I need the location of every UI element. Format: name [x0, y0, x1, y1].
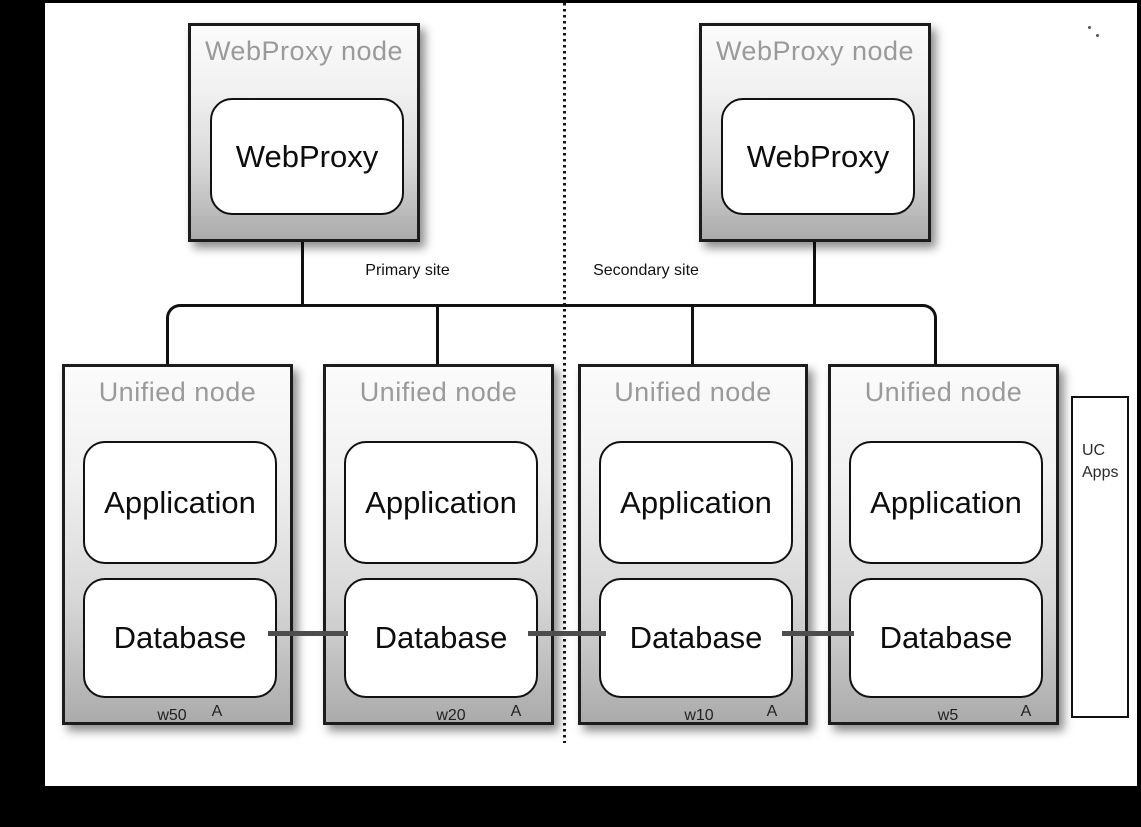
database-box: Database: [599, 578, 793, 698]
weight-label: w20: [436, 707, 466, 724]
database-label: Database: [629, 620, 763, 655]
unified3-drop-line: [691, 306, 694, 365]
webproxy-node-primary: WebProxy node WebProxy: [188, 23, 420, 242]
database-label: Database: [113, 620, 247, 655]
database-replication-line-3: [782, 631, 854, 636]
webproxy1-connector-line: [301, 240, 304, 306]
webproxy-label: WebProxy: [235, 138, 379, 174]
webproxy-node-title: WebProxy node: [715, 36, 915, 66]
unified-node-title: Unified node: [98, 377, 257, 407]
application-label: Application: [620, 484, 772, 520]
secondary-site-label: Secondary site: [593, 262, 699, 279]
application-box: Application: [599, 441, 793, 564]
database-replication-line-2: [528, 631, 606, 636]
application-box: Application: [344, 441, 538, 564]
webproxy-box: WebProxy: [721, 98, 915, 215]
a-marker-label: A: [1020, 703, 1032, 720]
unified-node-title: Unified node: [614, 377, 772, 407]
database-box: Database: [344, 578, 538, 698]
database-replication-line-1: [268, 631, 348, 636]
a-marker-label: A: [510, 703, 522, 720]
weight-label: w5: [937, 707, 959, 724]
application-label: Application: [870, 484, 1022, 520]
webproxy-box: WebProxy: [210, 98, 404, 215]
unified-node-3: Unified node Application Database w10 A: [578, 364, 808, 725]
application-box: Application: [849, 441, 1043, 564]
webproxy-node-title: WebProxy node: [204, 36, 404, 66]
speck-dot: [1088, 26, 1091, 29]
database-label: Database: [879, 620, 1013, 655]
uc-apps-box: UC Apps: [1071, 396, 1129, 718]
application-label: Application: [365, 484, 517, 520]
speck-dot: [1096, 34, 1099, 37]
site-divider-dotted-line: [563, 3, 566, 743]
a-marker-label: A: [766, 703, 778, 720]
webproxy-label: WebProxy: [746, 138, 890, 174]
unified-node-title: Unified node: [864, 377, 1023, 407]
a-marker-label: A: [211, 703, 223, 720]
weight-label: w50: [157, 707, 187, 724]
database-box: Database: [83, 578, 277, 698]
webproxy2-connector-line: [813, 240, 816, 306]
uc-apps-label-line2: Apps: [1082, 463, 1119, 481]
unified-node-title: Unified node: [359, 377, 518, 407]
application-label: Application: [104, 484, 256, 520]
database-label: Database: [374, 620, 508, 655]
unified2-drop-line: [436, 306, 439, 365]
unified-node-2: Unified node Application Database w20 A: [323, 364, 554, 725]
uc-apps-label-line1: UC: [1082, 442, 1106, 459]
unified-node-1: Unified node Application Database w50 A: [62, 364, 293, 725]
database-box: Database: [849, 578, 1043, 698]
webproxy-node-secondary: WebProxy node WebProxy: [699, 23, 931, 242]
weight-label: w10: [684, 707, 714, 724]
trunk-connector-line: [166, 304, 937, 365]
application-box: Application: [83, 441, 277, 564]
unified-node-4: Unified node Application Database w5 A: [828, 364, 1059, 725]
primary-site-label: Primary site: [365, 262, 450, 279]
